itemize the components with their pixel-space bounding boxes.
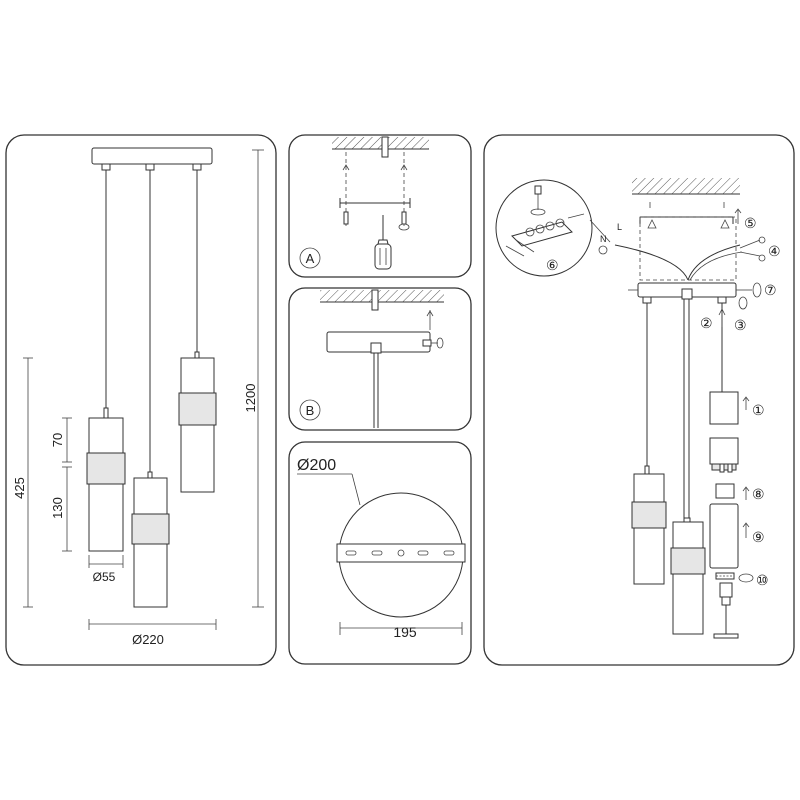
svg-text:1200: 1200 (243, 384, 258, 413)
screwdriver-icon (374, 215, 392, 270)
step-9: ⑨ (752, 529, 765, 545)
canopy (91, 147, 213, 165)
assembly-panel: N L ① ② ③ ④ ⑤ ⑥ ⑦ ⑧ ⑨ ⑩ (483, 134, 795, 666)
pendant-shade-3 (178, 351, 217, 493)
step-5: ⑤ (744, 215, 757, 231)
svg-text:425: 425 (12, 477, 27, 499)
step-7: ⑦ (764, 282, 777, 298)
step-4: ④ (768, 243, 781, 259)
svg-text:70: 70 (50, 433, 65, 447)
terminal-block-inset (495, 179, 611, 277)
step-6: ⑥ (546, 257, 559, 273)
step-10: ⑩ (756, 572, 769, 588)
svg-text:Ø200: Ø200 (297, 457, 336, 474)
step-8: ⑧ (752, 486, 765, 502)
step-2: ② (700, 315, 713, 331)
svg-text:L: L (617, 222, 622, 232)
step-1: ① (752, 402, 765, 418)
pendant-shade-1 (86, 407, 126, 552)
svg-text:B: B (306, 403, 315, 418)
svg-text:130: 130 (50, 497, 65, 519)
panel-b-mounting: B (288, 287, 472, 431)
wire-stripper-icon (739, 236, 766, 262)
dimensions-panel: 1200 425 70 130 Ø55 (5, 134, 277, 666)
pendant-shade-2 (131, 471, 170, 608)
svg-text:A: A (306, 251, 315, 266)
dimension-425: 425 (12, 357, 33, 608)
step-3: ③ (734, 317, 747, 333)
panel-a-drilling: A (288, 134, 472, 278)
svg-text:Ø220: Ø220 (132, 632, 164, 647)
dimension-diameter-55: Ø55 (88, 555, 124, 584)
panel-mount-plate: Ø200 195 (288, 441, 472, 665)
dimension-70: 70 (50, 417, 72, 463)
svg-text:Ø55: Ø55 (93, 570, 116, 584)
svg-text:195: 195 (393, 624, 417, 640)
dimension-130: 130 (50, 466, 72, 552)
dimension-diameter-220: Ø220 (88, 619, 217, 647)
dimension-1200: 1200 (243, 149, 264, 608)
svg-text:N: N (600, 234, 607, 244)
